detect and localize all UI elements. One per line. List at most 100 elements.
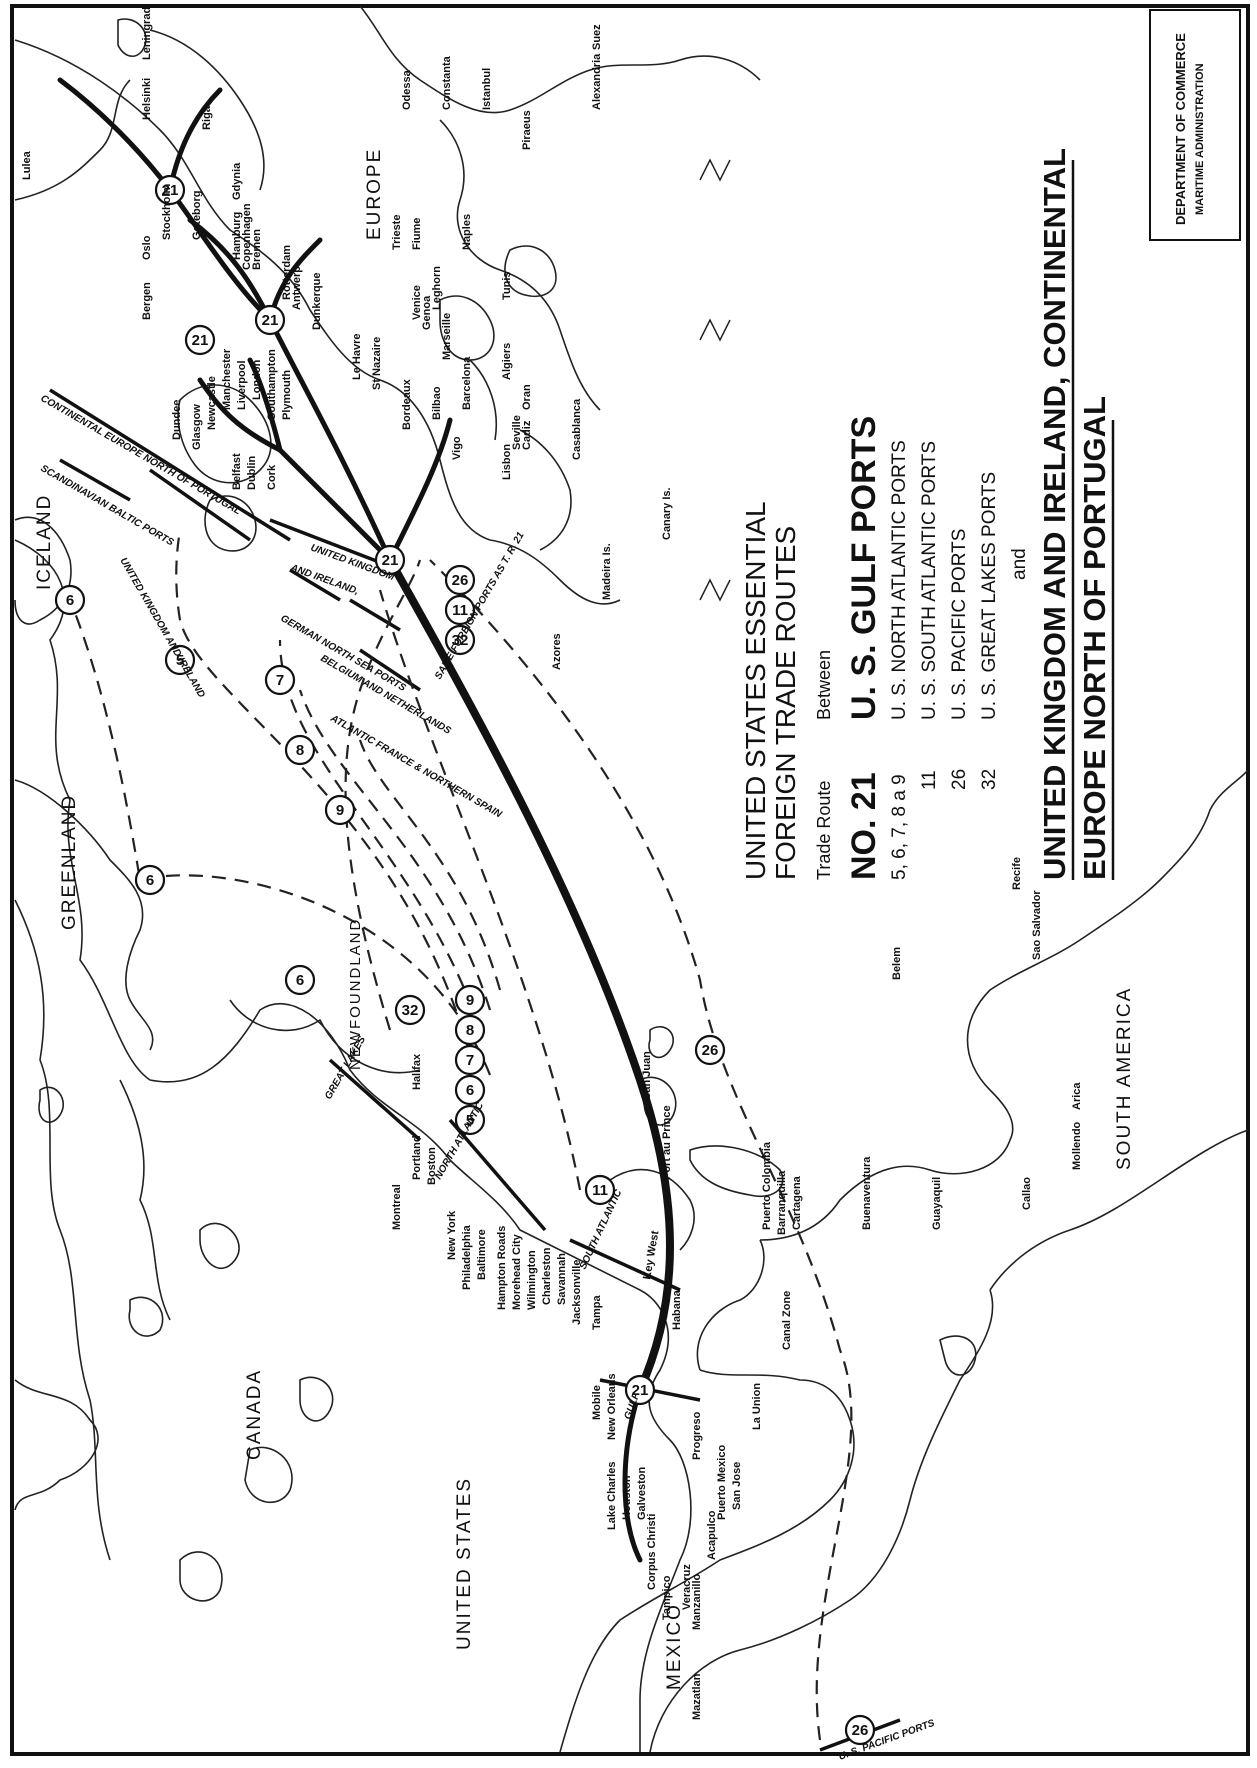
port-barcelona: Barcelona bbox=[461, 356, 473, 410]
port-dundee: Dundee bbox=[171, 400, 183, 440]
map-border bbox=[10, 4, 1250, 1756]
legend-route-origin: U. S. GULF PORTS bbox=[845, 416, 883, 720]
bar-belgium bbox=[349, 598, 401, 632]
port-mazatlan: Mazatlan bbox=[691, 1673, 703, 1720]
circle-9-mid: 9 bbox=[324, 794, 356, 826]
port-halifax: Halifax bbox=[411, 1053, 423, 1090]
route-11-line bbox=[378, 589, 582, 1191]
circle-6-mid: 6 bbox=[134, 864, 166, 896]
circle-label-7: 7 bbox=[466, 1052, 474, 1069]
port-piraeus: Piraeus bbox=[521, 110, 533, 150]
port-san-jose: San Jose bbox=[731, 1462, 743, 1510]
port-glasgow: Glasgow bbox=[191, 404, 203, 450]
port-recife: Recife bbox=[1011, 857, 1023, 890]
circle-21-baltic: 21 bbox=[154, 174, 186, 206]
legend: UNITED STATES ESSENTIAL FOREIGN TRADE RO… bbox=[740, 148, 1115, 880]
circle-label-21: 21 bbox=[262, 312, 279, 329]
circle-label-9: 9 bbox=[336, 802, 344, 819]
port-fiume: Fiume bbox=[411, 218, 423, 250]
port-leningrad: Leningrad bbox=[141, 7, 153, 60]
legend-conn-label-4: U. S. GREAT LAKES PORTS bbox=[979, 472, 1000, 720]
department-box: DEPARTMENT OF COMMERCE MARITIME ADMINIST… bbox=[1149, 9, 1241, 241]
label-gulf: GULF bbox=[622, 1391, 642, 1421]
port-le-havre: Le Havre bbox=[351, 334, 363, 380]
port-la-union: La Union bbox=[751, 1383, 763, 1430]
port-buenaventura: Buenaventura bbox=[861, 1156, 873, 1230]
circle-7-mid: 7 bbox=[264, 664, 296, 696]
port-oslo: Oslo bbox=[141, 235, 153, 260]
circle-label-21: 21 bbox=[192, 332, 209, 349]
circle-label-26: 26 bbox=[852, 1722, 869, 1739]
circle-6-na: 6 bbox=[454, 1074, 486, 1106]
port-azores: Azores bbox=[551, 633, 563, 670]
port-puerto-mexico: Puerto Mexico bbox=[716, 1445, 728, 1520]
circle-label-5: 5 bbox=[176, 652, 184, 669]
circle-32-sea: 32 bbox=[444, 624, 476, 656]
port-canary-is: Canary Is. bbox=[661, 487, 673, 540]
route-21-glasgow-branch bbox=[197, 377, 283, 453]
route-8-line bbox=[298, 689, 492, 1011]
route-21-baltic-branch bbox=[167, 187, 273, 323]
circle-label-7: 7 bbox=[276, 672, 284, 689]
route-21-liverpool-branch bbox=[247, 357, 283, 453]
region-newfoundland: NEWFOUNDLAND bbox=[347, 918, 364, 1070]
port-jacksonville: Jacksonville bbox=[571, 1260, 583, 1325]
legend-conn-routes-2: 11 bbox=[919, 770, 940, 790]
circle-label-26: 26 bbox=[452, 572, 469, 589]
region-europe: EUROPE bbox=[364, 148, 385, 240]
bar-scandinavian bbox=[59, 458, 131, 502]
port-plymouth: Plymouth bbox=[281, 370, 293, 420]
port-san-juan: San Juan bbox=[641, 1051, 653, 1100]
legend-conn-label-3: U. S. PACIFIC PORTS bbox=[949, 529, 970, 720]
port-tampico: Tampico bbox=[661, 1575, 673, 1620]
port-suez: Suez bbox=[591, 24, 603, 50]
port-key-west: Key West bbox=[641, 1230, 661, 1281]
legend-conn-label-2: U. S. SOUTH ATLANTIC PORTS bbox=[919, 441, 940, 720]
port-new-york: New York bbox=[446, 1210, 458, 1260]
break-marks bbox=[699, 158, 731, 602]
port-odessa: Odessa bbox=[401, 69, 413, 110]
port-portland: Portland bbox=[411, 1135, 423, 1180]
department-line-2: MARITIME ADMINISTRATION bbox=[1194, 63, 1206, 215]
port-canal-zone: Canal Zone bbox=[781, 1291, 793, 1350]
region-labels: CANADA UNITED STATES MEXICO SOUTH AMERIC… bbox=[34, 148, 1135, 1690]
region-greenland: GREENLAND bbox=[59, 794, 80, 930]
port-leghorn: Leghorn bbox=[431, 266, 443, 310]
department-box-frame bbox=[1149, 9, 1241, 241]
legend-col-between: Between bbox=[814, 650, 834, 720]
port-belfast: Belfast bbox=[231, 453, 243, 490]
circle-6-iceland: 6 bbox=[54, 584, 86, 616]
region-south-america: SOUTH AMERICA bbox=[1114, 987, 1135, 1170]
port-dunkerque: Dunkerque bbox=[311, 273, 323, 330]
port-houston: Houston bbox=[621, 1475, 633, 1520]
coast-labels: NORTH ATLANTIC SOUTH ATLANTIC GULF GREAT… bbox=[39, 393, 937, 1763]
route-21-main-line bbox=[386, 556, 674, 1394]
port-venice: Venice bbox=[411, 285, 423, 320]
port-madeira-is: Madeira Is. bbox=[601, 543, 613, 600]
route-21-uk-branch bbox=[277, 447, 393, 563]
port-stockholm: Stockholm bbox=[161, 184, 173, 240]
us-port-labels: Montreal Portland Boston New York Philad… bbox=[391, 1053, 662, 1590]
port-lulea: Lulea bbox=[21, 150, 33, 180]
circle-21-gulf: 21 bbox=[624, 1374, 656, 1406]
port-southampton: Southampton bbox=[266, 349, 278, 420]
port-tampa: Tampa bbox=[591, 1294, 603, 1330]
legend-heading-line-2: FOREIGN TRADE ROUTES bbox=[770, 526, 801, 880]
port-arica: Arica bbox=[1071, 1082, 1083, 1110]
europe-port-labels: Lulea Helsinki Leningrad Riga Gdynia Sto… bbox=[21, 7, 673, 670]
port-manchester: Manchester bbox=[221, 348, 233, 410]
port-barranquilla: Barranquilla bbox=[776, 1170, 788, 1235]
route-5-line bbox=[175, 529, 472, 1056]
port-corpus-christi: Corpus Christi bbox=[646, 1514, 658, 1590]
port-cadiz: Cadiz bbox=[521, 420, 533, 450]
port-naples: Naples bbox=[461, 214, 473, 250]
bar-german bbox=[289, 568, 341, 602]
port-galveston: Galveston bbox=[636, 1467, 648, 1520]
port-veracruz: Veracruz bbox=[681, 1564, 693, 1610]
port-helsinki: Helsinki bbox=[141, 78, 153, 120]
circle-5-mid: 5 bbox=[164, 644, 196, 676]
region-united-states: UNITED STATES bbox=[454, 1477, 475, 1650]
port-sao-salvador: Sao Salvador bbox=[1031, 890, 1043, 960]
circle-label-21: 21 bbox=[382, 552, 399, 569]
